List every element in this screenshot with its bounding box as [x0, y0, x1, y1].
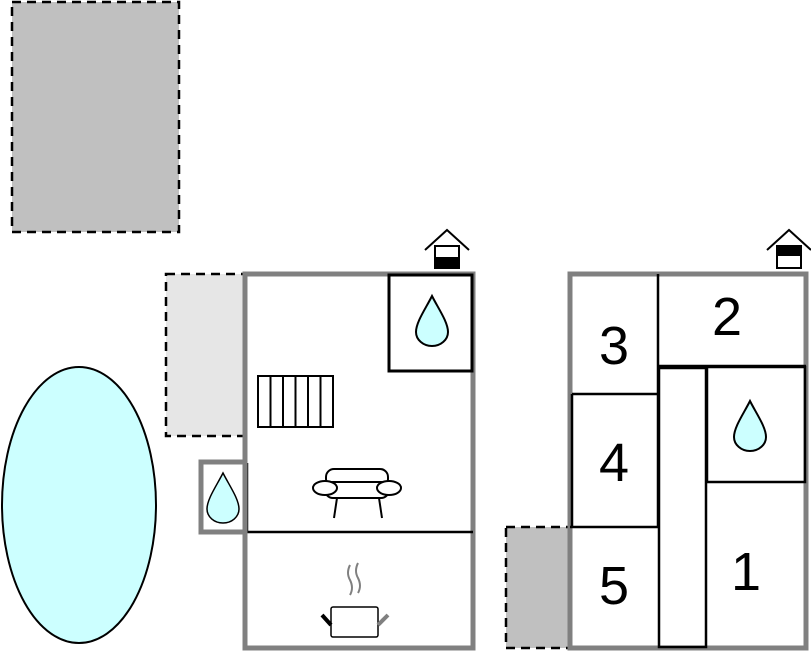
bathroom — [705, 365, 807, 484]
house-first-floor-icon — [766, 228, 811, 269]
corridor — [657, 366, 708, 649]
ground-floor — [198, 228, 476, 651]
terrace-small — [504, 525, 572, 650]
terrace-dark — [10, 0, 181, 234]
stairs-icon — [257, 375, 334, 428]
room-label-4: 4 — [599, 433, 629, 493]
room-label-3: 3 — [599, 316, 629, 376]
cooking-pot-icon — [320, 562, 390, 638]
house-ground-floor-icon — [424, 228, 470, 269]
first-floor: 1 2 3 4 5 — [567, 228, 811, 651]
sofa-icon — [312, 468, 402, 519]
room-label-1: 1 — [731, 542, 761, 602]
room-label-2: 2 — [712, 287, 742, 347]
terrace-light — [164, 272, 247, 438]
swimming-pool — [1, 366, 157, 644]
first-floor-walls — [567, 271, 809, 651]
room-label-5: 5 — [599, 556, 629, 616]
